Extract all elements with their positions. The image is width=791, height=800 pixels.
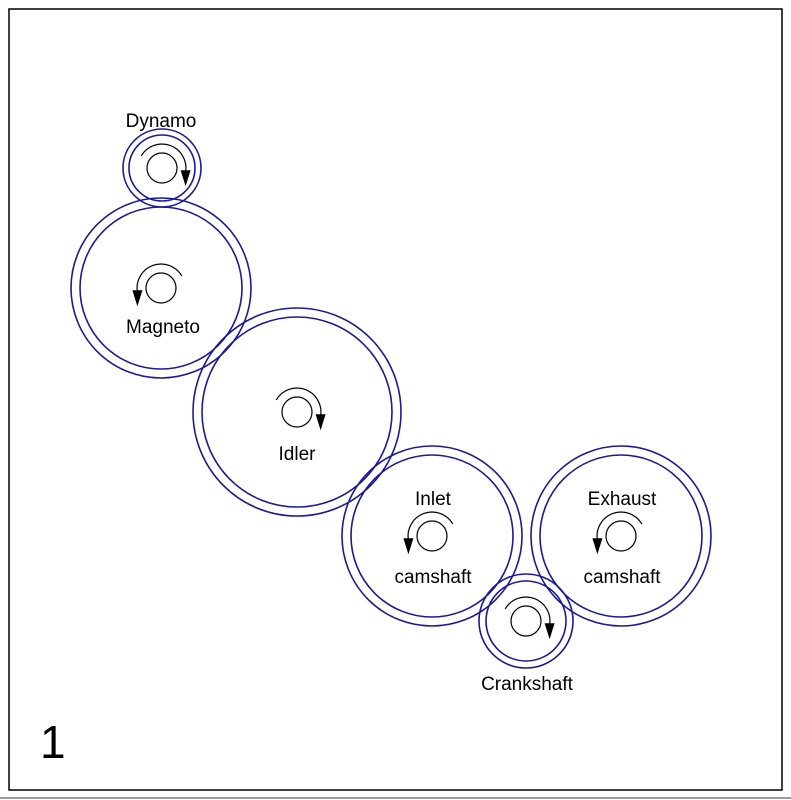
idler-label-line-1: Idler	[279, 444, 317, 465]
idler-inner-ring	[201, 316, 393, 508]
exhaust-camshaft-label-line-1: Exhaust	[588, 489, 657, 510]
dynamo-shaft-circle	[146, 152, 178, 184]
inlet-camshaft-rotation-arc	[407, 511, 454, 541]
magneto-gear: Magneto	[70, 197, 252, 379]
magneto-rotation-arc	[136, 263, 183, 293]
idler-rotation-arc	[275, 387, 322, 417]
inlet-camshaft-inner-ring	[350, 454, 514, 618]
rotation-arrow-icon	[132, 290, 143, 307]
diagram-frame	[8, 8, 783, 791]
exhaust-camshaft-gear: Exhaust camshaft	[530, 445, 712, 627]
exhaust-camshaft-rotation-arc	[596, 511, 643, 541]
magneto-outer-ring	[70, 197, 252, 379]
rotation-arrow-icon	[180, 170, 191, 187]
dynamo-outer-ring	[122, 128, 202, 208]
crankshaft-inner-ring	[485, 580, 567, 662]
figure-number: 1	[40, 716, 66, 768]
crankshaft-label-line-1: Crankshaft	[481, 674, 574, 695]
idler-gear: Idler	[192, 307, 402, 517]
crankshaft-outer-ring	[478, 573, 574, 669]
exhaust-camshaft-shaft-circle	[605, 520, 637, 552]
exhaust-camshaft-label-line-2: camshaft	[583, 567, 661, 588]
crankshaft-rotation-arc	[504, 596, 551, 626]
crankshaft-gear: Crankshaft	[478, 573, 574, 695]
rotation-arrow-icon	[544, 623, 555, 640]
inlet-camshaft-gear: Inlet camshaft	[341, 445, 523, 627]
idler-shaft-circle	[281, 396, 313, 428]
dynamo-rotation-arc	[140, 143, 187, 173]
inlet-camshaft-label-line-2: camshaft	[394, 567, 472, 588]
exhaust-camshaft-inner-ring	[539, 454, 703, 618]
rotation-arrow-icon	[315, 414, 326, 431]
magneto-label-line-1: Magneto	[126, 317, 200, 338]
exhaust-camshaft-outer-ring	[530, 445, 712, 627]
inlet-camshaft-outer-ring	[341, 445, 523, 627]
rotation-arrow-icon	[592, 538, 603, 555]
rotation-arrow-icon	[403, 538, 414, 555]
crankshaft-shaft-circle	[510, 605, 542, 637]
magneto-inner-ring	[79, 206, 243, 370]
inlet-camshaft-label-line-1: Inlet	[415, 489, 452, 510]
dynamo-inner-ring	[128, 134, 196, 202]
magneto-shaft-circle	[145, 272, 177, 304]
dynamo-label-line-1: Dynamo	[126, 111, 197, 132]
inlet-camshaft-shaft-circle	[416, 520, 448, 552]
dynamo-gear: Dynamo	[122, 111, 202, 208]
idler-outer-ring	[192, 307, 402, 517]
